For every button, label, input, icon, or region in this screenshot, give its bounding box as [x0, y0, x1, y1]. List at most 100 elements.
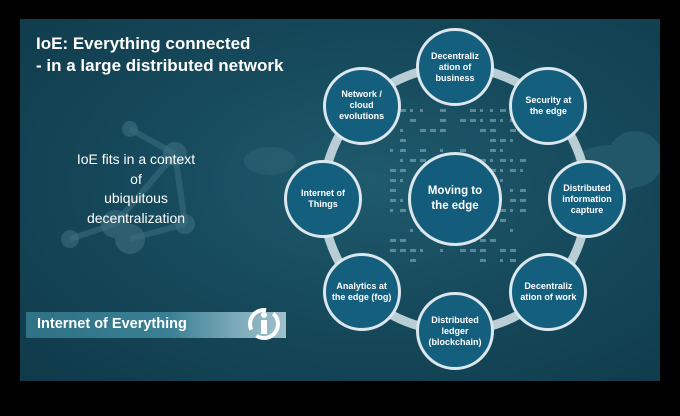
binary-dash — [400, 179, 403, 182]
binary-dash — [410, 109, 413, 112]
binary-dash — [520, 169, 523, 172]
title-line-2: - in a large distributed network — [36, 56, 284, 75]
binary-dash — [500, 169, 503, 172]
binary-dash — [470, 119, 476, 122]
binary-dash — [400, 209, 406, 212]
context-line-2: of — [130, 170, 142, 187]
binary-dash — [400, 239, 406, 242]
context-line-1: IoE fits in a context — [76, 151, 196, 167]
title-line-1: IoE: Everything connected — [36, 34, 251, 53]
center-node: Moving to the edge — [408, 152, 502, 246]
binary-dash — [400, 249, 406, 252]
binary-dash — [460, 149, 466, 152]
binary-dash — [500, 139, 506, 142]
binary-dash — [500, 149, 503, 152]
binary-dash — [400, 159, 403, 162]
binary-dash — [420, 249, 423, 252]
binary-dash — [390, 169, 396, 172]
binary-dash — [410, 259, 416, 262]
node-label: Distributed ledger (blockchain) — [428, 314, 482, 347]
binary-dash — [400, 149, 406, 152]
ioe-logo-icon — [248, 308, 280, 340]
binary-dash — [520, 199, 526, 202]
binary-dash — [410, 249, 416, 252]
node-label: Security at the edge — [525, 94, 572, 116]
binary-dash — [490, 139, 496, 142]
binary-dash — [480, 119, 483, 122]
binary-dash — [510, 259, 516, 262]
binary-dash — [390, 149, 393, 152]
context-text: IoE fits in a context of ubiquitous dece… — [46, 150, 226, 228]
binary-dash — [470, 109, 476, 112]
node-internet-of-things: Internet of Things — [284, 160, 362, 238]
node-label: Decentraliz ation of work — [520, 281, 577, 303]
binary-dash — [480, 109, 483, 112]
context-line-3: ubiquitous — [104, 190, 168, 206]
binary-dash — [480, 249, 486, 252]
binary-dash — [420, 159, 426, 162]
binary-dash — [480, 239, 486, 242]
binary-dash — [420, 129, 426, 132]
context-line-4: decentralization — [86, 209, 186, 226]
binary-dash — [390, 239, 396, 242]
binary-dash — [500, 249, 506, 252]
binary-dash — [440, 249, 443, 252]
node-decentralization-of-work: Decentraliz ation of work — [509, 253, 588, 332]
binary-dash — [410, 159, 416, 162]
binary-dash — [500, 179, 503, 182]
binary-dash — [400, 139, 406, 142]
binary-dash — [480, 259, 486, 262]
binary-dash — [500, 159, 506, 162]
binary-dash — [400, 169, 406, 172]
node-analytics-at-the-edge: Analytics at the edge (fog) — [322, 253, 401, 332]
binary-dash — [440, 109, 446, 112]
binary-dash — [400, 199, 403, 202]
center-node-label: Moving to the edge — [427, 185, 483, 212]
node-network-cloud-evolutions: Network / cloud evolutions — [322, 66, 401, 145]
binary-dash — [510, 139, 513, 142]
node-label: Distributed information capture — [562, 182, 612, 215]
node-label: Network / cloud evolutions — [339, 89, 385, 122]
binary-dash — [490, 109, 493, 112]
binary-dash — [490, 159, 493, 162]
binary-dash — [390, 249, 396, 252]
ioe-banner: Internet of Everything — [26, 308, 286, 340]
binary-dash — [520, 209, 526, 212]
binary-dash — [440, 119, 446, 122]
binary-dash — [420, 149, 426, 152]
node-label: Internet of Things — [301, 188, 345, 209]
binary-dash — [510, 189, 513, 192]
binary-dash — [510, 199, 516, 202]
node-distributed-information-capture: Distributed information capture — [548, 160, 626, 238]
binary-dash — [500, 119, 503, 122]
molecule-graphic — [61, 121, 195, 254]
binary-dash — [390, 189, 396, 192]
binary-dash — [440, 129, 446, 132]
node-decentralization-of-business: Decentraliz ation of business — [416, 28, 494, 106]
binary-dash — [490, 119, 496, 122]
binary-dash — [480, 129, 486, 132]
binary-dash — [490, 239, 496, 242]
binary-dash — [510, 209, 513, 212]
node-label: Analytics at the edge (fog) — [331, 281, 392, 303]
binary-dash — [470, 249, 476, 252]
binary-dash — [500, 209, 506, 212]
binary-dash — [490, 149, 496, 152]
slide: IoE: Everything connected - in a large d… — [20, 19, 660, 381]
binary-dash — [390, 179, 396, 182]
node-label: Decentraliz ation of business — [430, 50, 480, 83]
binary-dash — [500, 109, 506, 112]
binary-dash — [390, 209, 393, 212]
binary-dash — [510, 169, 516, 172]
binary-dash — [500, 259, 503, 262]
binary-dash — [430, 129, 436, 132]
binary-dash — [460, 249, 466, 252]
binary-dash — [510, 129, 516, 132]
binary-dash — [400, 129, 403, 132]
node-security-at-the-edge: Security at the edge — [509, 66, 588, 145]
binary-dash — [460, 119, 466, 122]
binary-dash — [390, 199, 396, 202]
slide-title: IoE: Everything connected - in a large d… — [36, 33, 283, 77]
binary-dash — [510, 159, 513, 162]
binary-dash — [410, 119, 416, 122]
